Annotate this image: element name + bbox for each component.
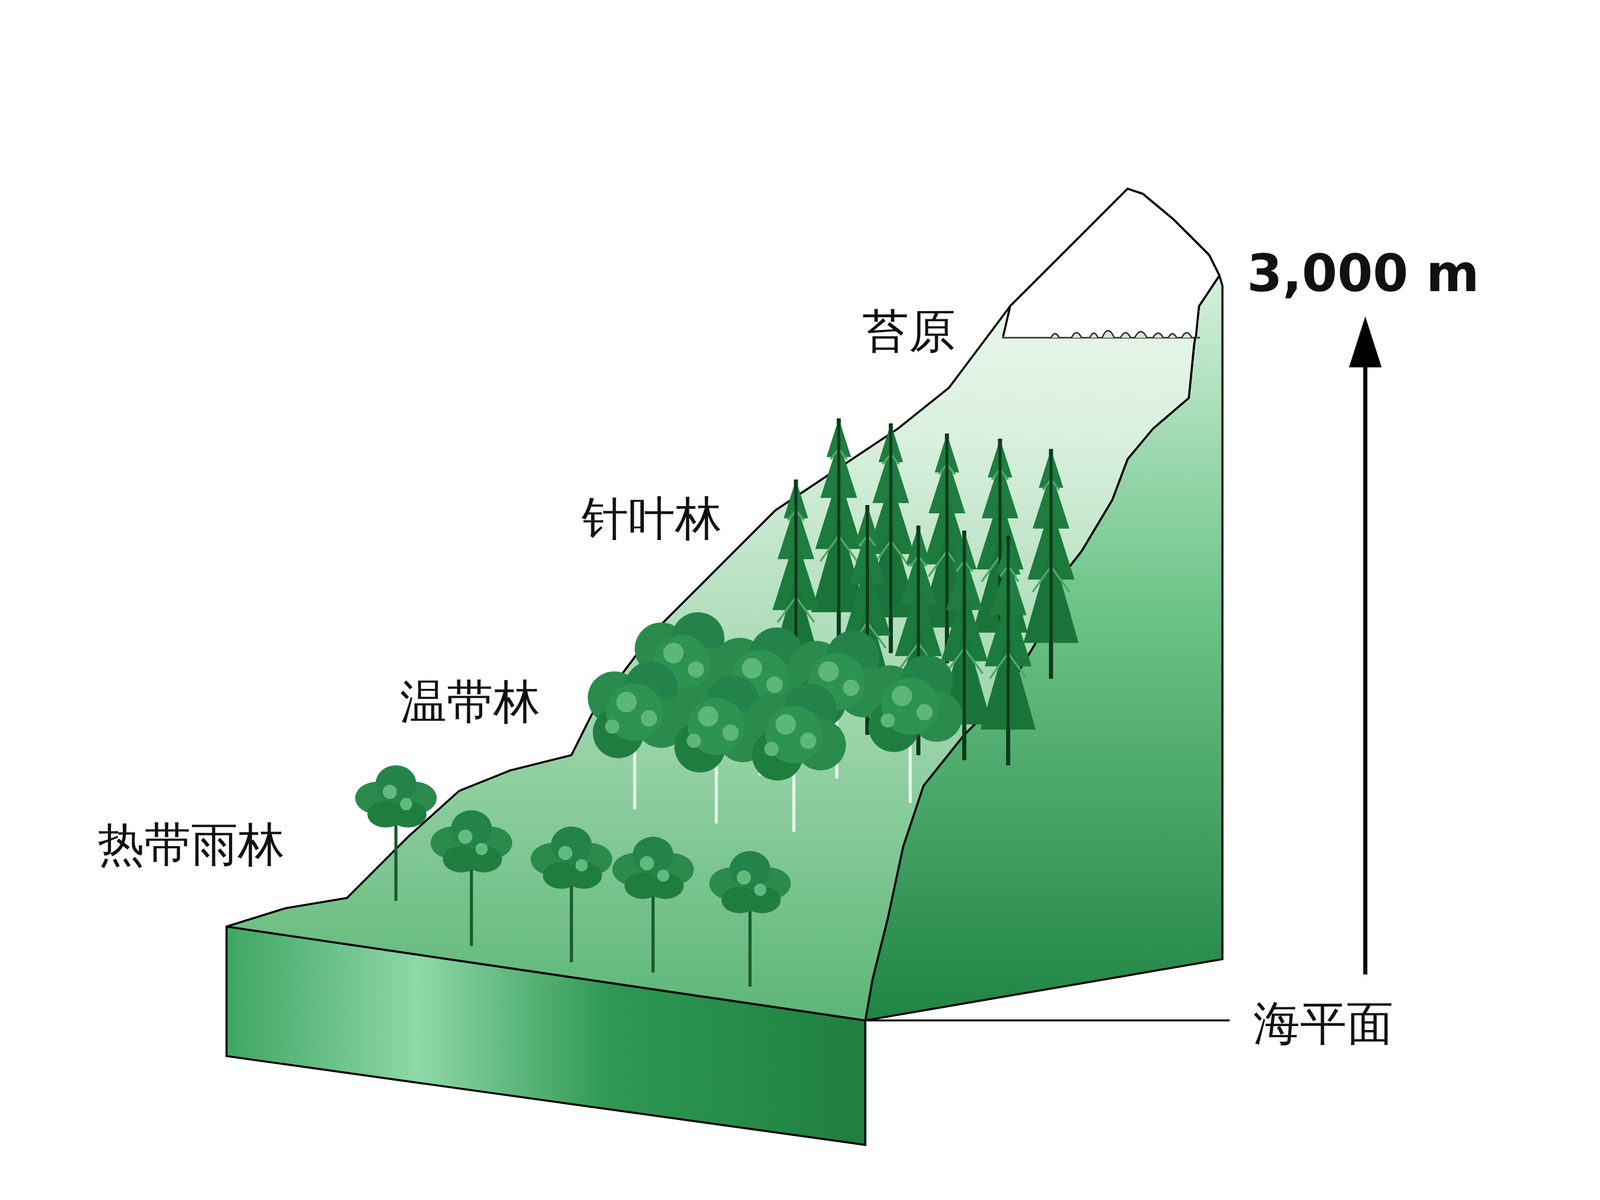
- snow-outline: [1003, 188, 1220, 337]
- tropical-tree: [430, 810, 513, 946]
- arrow-head: [1348, 316, 1382, 368]
- zone-label: 苔原: [862, 305, 956, 358]
- broadleaf-tree: [587, 661, 687, 809]
- tundra-shrubs: [1002, 330, 1200, 338]
- sea-level-leader: [867, 1019, 1230, 1022]
- zone-label: 热带雨林: [97, 818, 285, 871]
- temperate-forest: [587, 612, 963, 832]
- zone-label: 针叶林: [581, 492, 722, 545]
- broadleaf-tree: [746, 683, 846, 832]
- broadleaf-tree: [863, 655, 963, 803]
- tropical-tree: [612, 836, 694, 973]
- tropical-tree: [355, 765, 437, 902]
- mountain-slope: [226, 188, 1220, 1021]
- altitude-label: 3,000 m: [1246, 245, 1479, 302]
- rainforest: [355, 765, 791, 988]
- zone-label: 温带林: [400, 676, 540, 728]
- conifer-tree: [1023, 448, 1079, 679]
- tropical-tree: [709, 851, 792, 987]
- sea-level-label: 海平面: [1253, 997, 1394, 1050]
- tropical-tree: [530, 826, 613, 963]
- conifer-tree: [980, 535, 1036, 765]
- altitude-arrow: [1363, 352, 1368, 975]
- snow-cap: [1003, 188, 1220, 337]
